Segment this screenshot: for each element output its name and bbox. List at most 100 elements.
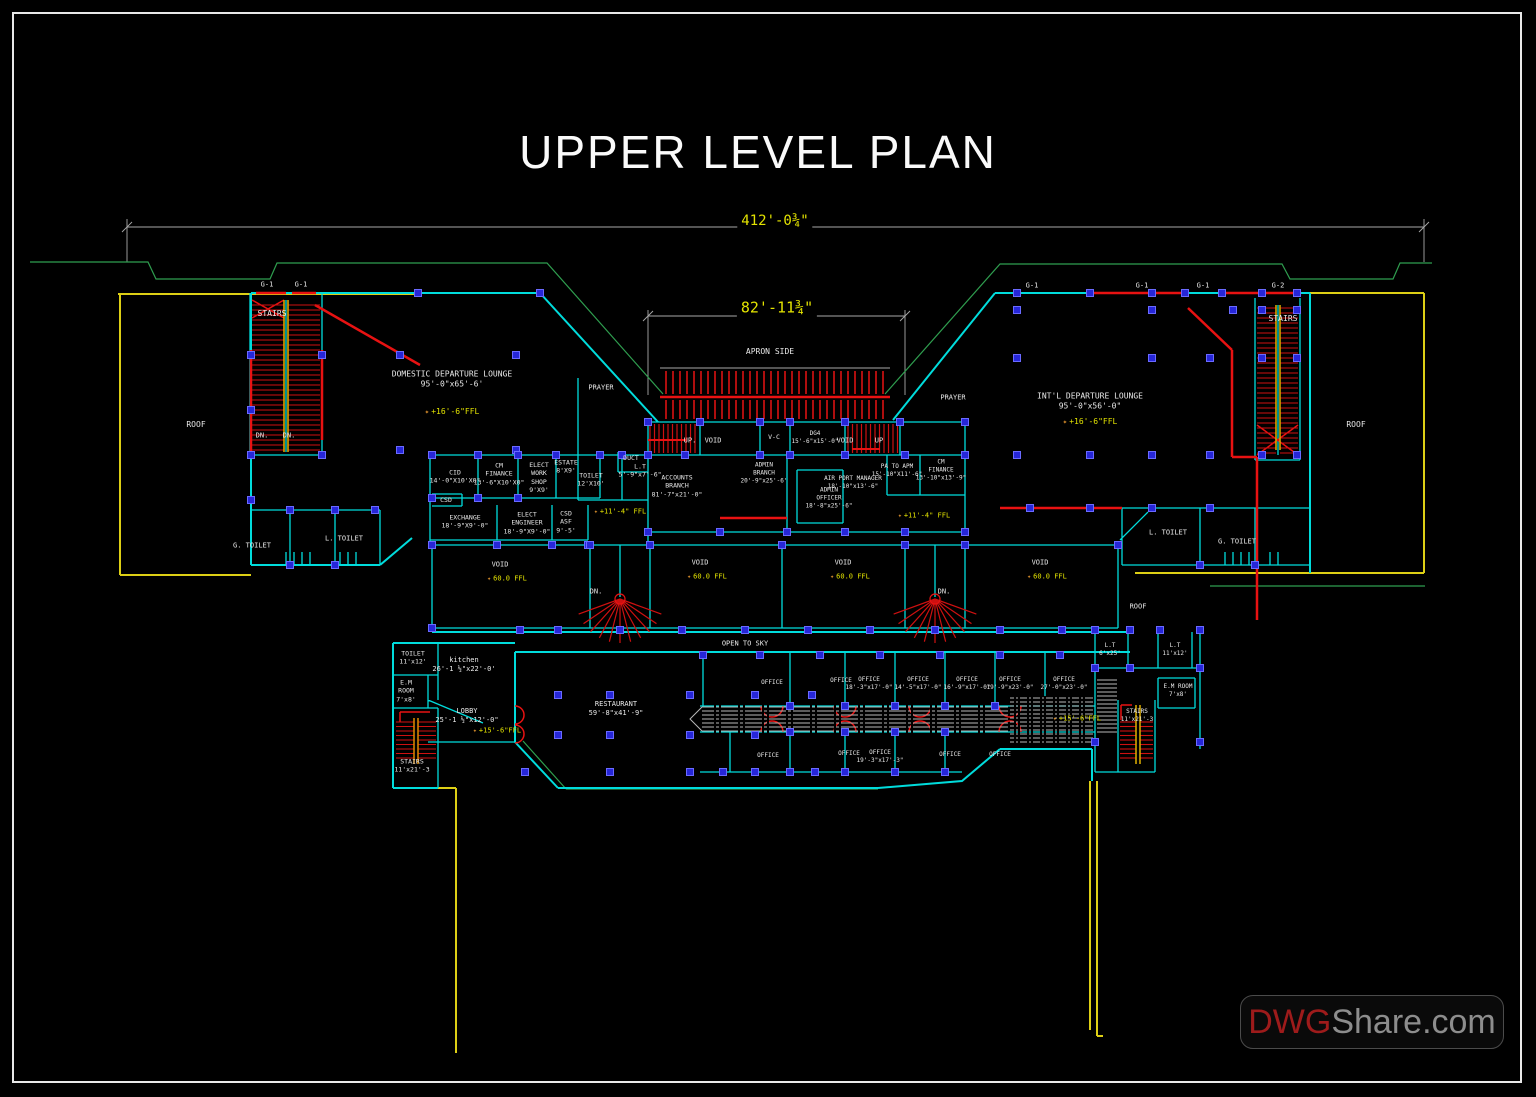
dim-overall-text: 412'-0¾" (741, 212, 809, 229)
ffl-star-icon: ✦ (687, 572, 692, 581)
grid-g2-right-label: G-2 (1272, 281, 1285, 290)
intl-lounge-text: INT'L DEPARTURE LOUNGE 95'-0"x56'-0" (1037, 391, 1143, 411)
cm-finance-right-text: CM FINANCE 13'-10"x13'-9" (915, 458, 967, 481)
office-b1-label: OFFICE (757, 752, 779, 760)
office-t6-text: OFFICE 19'-9"x23'-0" (986, 676, 1034, 691)
estate-text: ESTATE 8'X9' (554, 458, 578, 475)
void-4-label: VOID (1032, 558, 1049, 567)
kitchen-label: kitchen 26'-1 ½"x22'-0' (432, 656, 495, 674)
elect-work-shop-text: ELECT WORK SHOP 9'X9' (529, 461, 549, 495)
dim-overall-label: 412'-0¾" (737, 211, 813, 231)
prayer-right-text: PRAYER (940, 393, 966, 402)
ffl-br-text: +15'-6"FFL (1058, 714, 1102, 723)
office-t1-label: OFFICE (761, 679, 783, 687)
g-toilet-left-text: G. TOILET (233, 541, 271, 550)
grid-g1-right-c-label: G-1 (1197, 281, 1210, 290)
roof-left-label: ROOF (186, 420, 205, 430)
office-t3-label: OFFICE 18'-3"x17'-0" (846, 676, 893, 692)
grid-g1-right-a-label: G-1 (1026, 281, 1039, 290)
void-up-left-label: VOID (705, 436, 722, 445)
ffl-star-icon: ✦ (424, 407, 430, 417)
office-t1-text: OFFICE (761, 679, 783, 687)
dim-apron-label: 82'-11¾" (736, 298, 818, 318)
void-1-text: VOID (491, 560, 509, 569)
admin-branch-label: ADMIN BRANCH 20'-9"x25'-6' (741, 461, 788, 484)
ffl-star-icon: ✦ (487, 574, 492, 583)
apron-side-label: APRON SIDE (746, 347, 794, 357)
airport-manager-text: AIR PORT MANAGER 18'-10"x13'-6" (824, 475, 882, 490)
ffl-star-icon: ✦ (1027, 572, 1032, 581)
up-right-label: UP (875, 436, 883, 445)
void-1-ffl-text: 60.0 FFL (493, 574, 527, 583)
csd-label: CSD (440, 496, 452, 504)
void-1-label: VOID (492, 560, 509, 569)
void-3-ffl-label: ✦60.0 FFL (830, 572, 870, 581)
office-t7-text: OFFICE 27'-0"x23'-0" (1040, 676, 1088, 691)
roof-right-label: ROOF (1346, 420, 1365, 430)
apron-side-text: APRON SIDE (745, 346, 795, 356)
ffl-star-icon: ✦ (472, 726, 477, 735)
cid-text: CID 14'-0"X10'X0" (429, 468, 481, 485)
duct-label: DUCT (623, 454, 639, 462)
lt-duct-text: L.T 5'-9"x7'-6" (618, 462, 662, 479)
elect-work-shop-label: ELECT WORK SHOP 9'X9' (529, 461, 549, 495)
csd-text: CSD (440, 495, 452, 504)
l-toilet-right-text: L. TOILET (1149, 528, 1187, 537)
void-4-text: VOID (1031, 558, 1049, 567)
stairs-bl-label: STAIRS 11'x21'-3 (394, 758, 429, 775)
office-b5-label: OFFICE (989, 751, 1011, 759)
dim-apron-text: 82'-11¾" (740, 298, 814, 317)
ffl-center-left-label: ✦+11'-4" FFL (594, 507, 646, 516)
prayer-left-label: PRAYER (588, 383, 613, 392)
stair-cross-marks (251, 299, 1299, 722)
domestic-lounge-label: DOMESTIC DEPARTURE LOUNGE 95'-0"x65'-6' (392, 370, 512, 391)
ffl-domestic-label: ✦+16'-6"FFL (425, 407, 480, 417)
ffl-center-right-label: ✦+11'-4" FFL (898, 511, 950, 520)
up-left-text: UP. (683, 436, 697, 445)
estate-label: ESTATE 8'X9' (554, 459, 577, 476)
exchange-text: EXCHANGE 18'-9"X9'-0" (441, 513, 489, 530)
stairs-bl-text: STAIRS 11'x21'-3 (394, 757, 430, 774)
grid-g1-right-c-text: G-1 (1196, 281, 1210, 290)
office-t4-label: OFFICE 14'-5"x17'-0" (895, 676, 942, 692)
elect-engineer-label: ELECT ENGINEER 18'-9"X9'-0" (504, 510, 551, 535)
elect-engineer-text: ELECT ENGINEER 18'-9"X9'-0" (503, 510, 551, 536)
toilet-mid-label: TOILET 12'X10' (577, 472, 604, 489)
office-t3-text: OFFICE 18'-3"x17'-0" (845, 676, 893, 691)
dn-fan-left-text: DN. (589, 587, 603, 596)
roof-mid-right-label: ROOF (1130, 602, 1147, 611)
page-title: UPPER LEVEL PLAN (519, 126, 997, 178)
lt-right-a-text: L.T 6'x25' (1099, 642, 1121, 657)
roof-right-text: ROOF (1346, 419, 1366, 429)
grid-g1-left-b-text: G-1 (294, 280, 308, 289)
duct-text: DUCT (623, 453, 639, 462)
ffl-star-icon: ✦ (593, 507, 598, 516)
ffl-lobby-text: +15'-6"FFL (478, 726, 522, 735)
dn-fan-right-text: DN. (937, 587, 951, 596)
cid-label: CID 14'-0"X10'X0" (430, 469, 481, 486)
g-toilet-right-text: G. TOILET (1218, 537, 1256, 546)
watermark-share-text: Share.com (1331, 1002, 1496, 1041)
void-up-right-label: VOID (837, 436, 854, 445)
office-t5-label: OFFICE 16'-9"x17'-0" (944, 676, 991, 692)
open-to-sky-label: OPEN TO SKY (722, 639, 768, 648)
ffl-br-label: ✦+15'-6"FFL (1053, 714, 1101, 723)
dn-fan-right-label: DN. (938, 587, 951, 596)
ffl-star-icon: ✦ (1062, 417, 1068, 427)
prayer-left-text: PRAYER (588, 383, 614, 392)
up-right-text: UP (874, 436, 884, 445)
grid-g1-left-b-label: G-1 (295, 280, 308, 289)
cm-finance-left-label: CM FINANCE 13'-6"X10'X0" (474, 461, 525, 486)
g-toilet-left-label: G. TOILET (233, 541, 271, 550)
watermark-dwg-text: DWG (1248, 1002, 1332, 1041)
stairs-br-label: STAIRS 11'x21'-3 (1121, 708, 1154, 724)
office-b4-label: OFFICE (939, 751, 961, 759)
ffl-star-icon: ✦ (830, 572, 835, 581)
grid-g1-left-a-text: G-1 (260, 280, 274, 289)
v-c-text: V-C (768, 432, 780, 441)
accounts-branch-label: ACCOUNTS BRANCH 81'-7"x21'-0" (652, 473, 703, 498)
domestic-lounge-text: DOMESTIC DEPARTURE LOUNGE 95'-0"x65'-6' (391, 369, 513, 389)
toilet-bl-text: TOILET 11'x12' (399, 649, 427, 666)
